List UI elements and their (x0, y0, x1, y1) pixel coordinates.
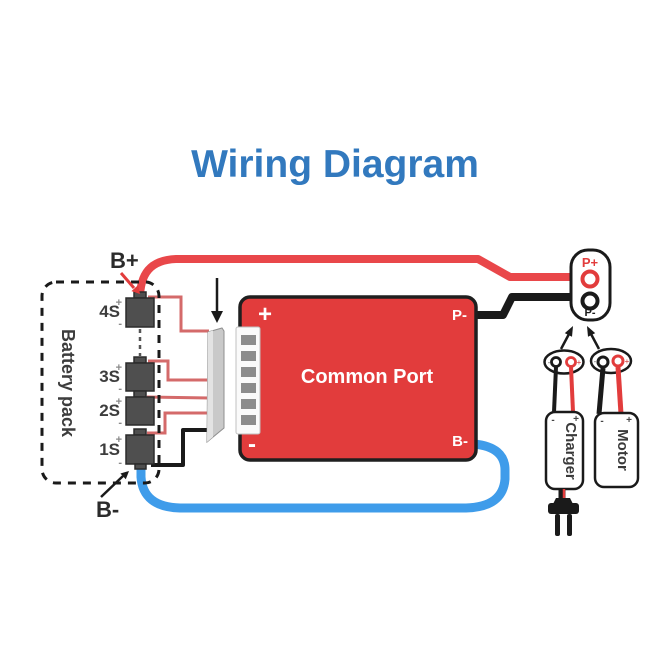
motor-pointer-arrowhead-icon (587, 326, 596, 337)
ac-plug-icon (548, 498, 579, 536)
p-plus-label: P+ (582, 255, 599, 270)
balance-wire-4s (148, 295, 209, 333)
motor-black-wire (596, 367, 606, 415)
socket-pin (241, 399, 256, 409)
motor-pin-minus-mark: - (594, 357, 597, 366)
charger-pin-minus-mark: - (548, 358, 551, 367)
socket-pin (241, 367, 256, 377)
minus-mark: - (118, 417, 122, 429)
board-title: Common Port (301, 366, 434, 388)
motor-box (593, 411, 640, 489)
ac-plug-body (548, 503, 579, 514)
battery-pack-label: Battery pack (58, 329, 78, 438)
ac-plug-neck (553, 498, 573, 504)
balance-wire-3s (148, 359, 209, 382)
balance-connector-highlight (207, 330, 213, 442)
battery-pack-outline (40, 280, 161, 485)
wire-b-plus-to-p-plus (136, 255, 587, 303)
cell-label-3s: 3S (99, 367, 120, 386)
cell-label-4s: 4S (99, 302, 120, 321)
balance-wire-ground (151, 428, 209, 467)
bms-socket-pins (241, 335, 256, 425)
cell-label-2s: 2S (99, 401, 120, 420)
cell-cap (133, 356, 147, 364)
motor-negative-pin (596, 355, 610, 369)
charger-pointer-arrow (559, 333, 571, 350)
charger-positive-pin (565, 356, 577, 368)
battery-cells (125, 291, 155, 470)
balance-wire-1s (147, 411, 209, 435)
board-p-minus-pad-label: P- (452, 307, 467, 324)
board-b-minus-pad-label: B- (452, 433, 468, 450)
motor-red-wire (615, 366, 624, 415)
balance-wire-2s (146, 395, 210, 400)
wire-p-minus-output (470, 293, 587, 319)
ac-plug-prong (555, 514, 560, 536)
balance-wires (146, 295, 210, 435)
motor-plus-mark: + (626, 415, 632, 426)
charger-label: Charger (562, 422, 579, 480)
motor-pin-plus-mark: + (625, 357, 630, 366)
cell-polarity-marks: + - + - + - + - (116, 297, 123, 469)
minus-mark: - (118, 318, 122, 330)
b-minus-arrow (100, 475, 124, 498)
cell-1s (125, 434, 155, 465)
motor-positive-pin (611, 354, 625, 368)
motor-pointer-arrow (589, 333, 601, 350)
p-minus-label: P- (585, 307, 596, 319)
socket-pin (241, 351, 256, 361)
ac-plug-prong (567, 514, 572, 536)
cell-2s (125, 396, 155, 426)
cell-cap (134, 463, 147, 470)
socket-pin (241, 383, 256, 393)
charger-black-wire (552, 366, 558, 413)
wire-b-minus-blue (136, 439, 510, 513)
charger-pointer-arrowhead-icon (564, 326, 573, 337)
p-minus-terminal (580, 291, 600, 311)
cell-cap (133, 291, 147, 299)
board-plus-pad-label: + (258, 301, 272, 328)
plus-mark: + (116, 434, 122, 446)
page-title: Wiring Diagram (191, 143, 479, 186)
charger-red-wire (569, 366, 575, 413)
minus-mark: - (118, 383, 122, 395)
cell-cap (133, 428, 147, 436)
b-plus-arrowhead-icon (131, 285, 140, 294)
motor-minus-mark: - (600, 416, 603, 427)
socket-pin (241, 415, 256, 425)
cell-4s (125, 297, 155, 328)
cell-cap (133, 390, 147, 398)
cell-label-1s: 1S (99, 440, 120, 459)
plus-mark: + (116, 362, 122, 374)
p-plus-terminal (580, 269, 600, 289)
b-minus-label: B- (96, 497, 119, 522)
plus-mark: + (116, 396, 122, 408)
plus-mark: + (116, 297, 122, 309)
insert-arrowhead-icon (211, 311, 223, 323)
charger-plus-mark: + (573, 414, 579, 425)
b-plus-label: B+ (110, 248, 139, 273)
board-minus-pad-label: - (248, 431, 256, 458)
charger-minus-mark: - (551, 415, 554, 426)
socket-pin (241, 335, 256, 345)
b-plus-arrow (119, 272, 136, 289)
b-minus-arrowhead-icon (120, 471, 129, 480)
charger-pin-plus-mark: + (577, 358, 582, 367)
charger-negative-pin (550, 356, 562, 368)
motor-label: Motor (614, 429, 631, 471)
cell-3s (125, 362, 155, 392)
minus-mark: - (118, 457, 122, 469)
